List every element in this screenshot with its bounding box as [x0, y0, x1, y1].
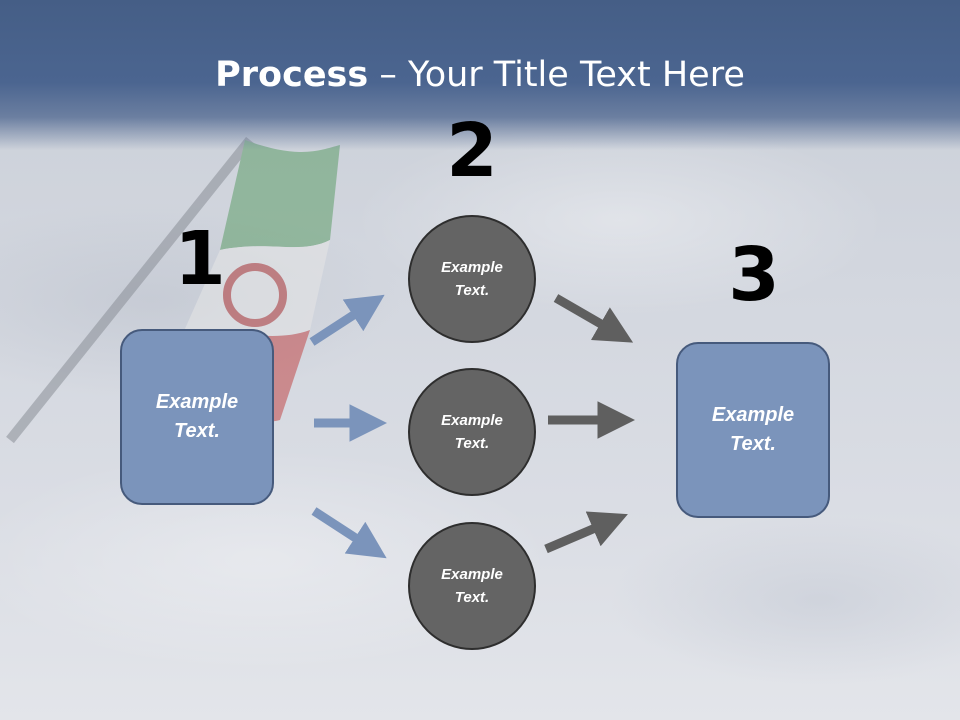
circle-bottom-line2: Text. — [454, 589, 490, 606]
step-1-line1: Example — [155, 391, 239, 413]
step-number-1: 1 — [174, 216, 226, 302]
arrow-1-to-top — [309, 294, 385, 346]
step-2-circle-bottom: Example Text. — [408, 522, 536, 650]
circle-middle-line1: Example — [441, 412, 503, 429]
circle-middle-line2: Text. — [454, 435, 490, 452]
title-bold: Process — [215, 55, 369, 95]
arrow-top-to-3 — [553, 294, 634, 343]
step-1-line2: Text. — [174, 420, 220, 442]
circle-top-line1: Example — [441, 259, 503, 276]
step-3-line1: Example — [711, 404, 795, 426]
step-number-3: 3 — [728, 232, 780, 318]
slide-title: Process – Your Title Text Here — [0, 54, 960, 96]
step-3-line2: Text. — [730, 433, 776, 455]
circle-top-line2: Text. — [454, 282, 490, 299]
step-2-circle-middle: Example Text. — [408, 368, 536, 496]
step-3-box: Example Text. — [676, 342, 830, 518]
step-number-2: 2 — [446, 108, 498, 194]
title-rest: – Your Title Text Here — [368, 55, 745, 95]
step-1-box: Example Text. — [120, 329, 274, 505]
step-2-circle-top: Example Text. — [408, 215, 536, 343]
header-band — [0, 0, 960, 150]
arrow-bottom-to-3 — [544, 511, 628, 554]
circle-bottom-line1: Example — [441, 566, 503, 583]
arrow-1-to-bottom — [311, 507, 387, 559]
